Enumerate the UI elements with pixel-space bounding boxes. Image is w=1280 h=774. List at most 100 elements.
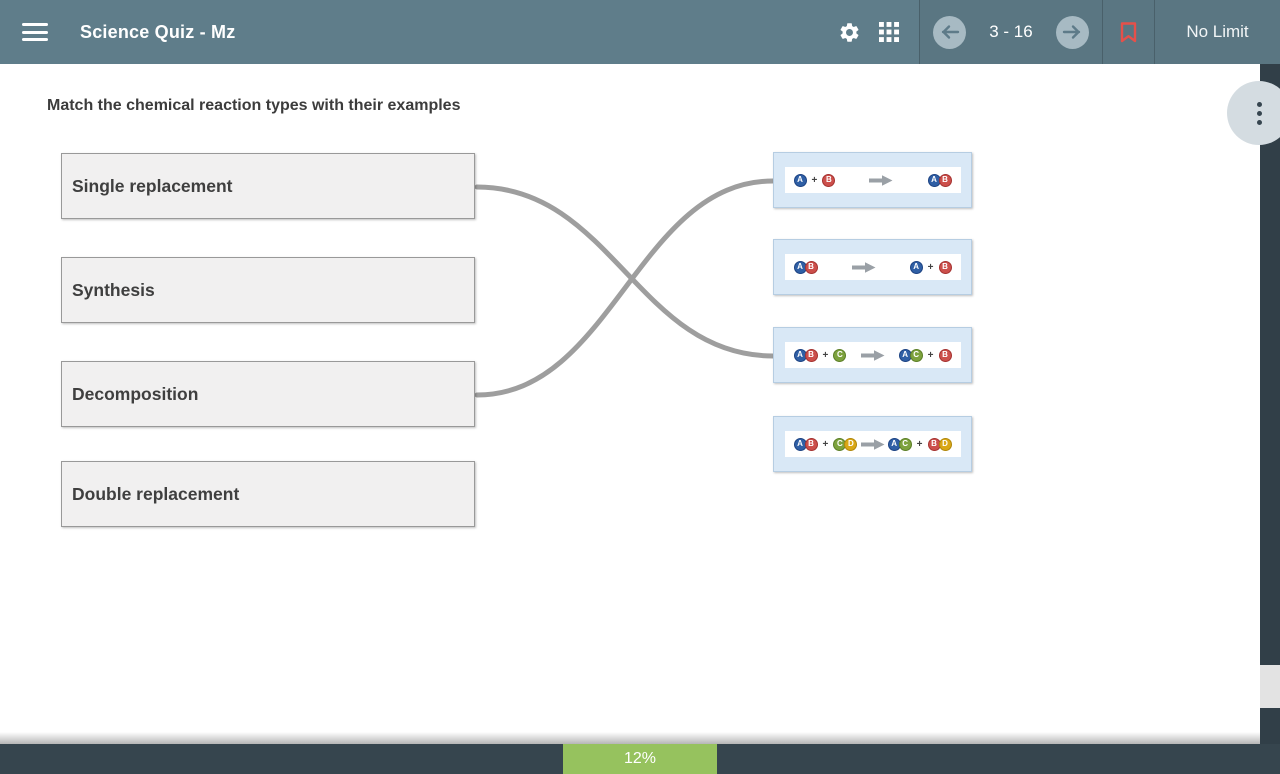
plus-sign: +: [927, 261, 934, 273]
atom-D: D: [844, 437, 858, 451]
molecule: A: [909, 260, 923, 274]
molecule: C: [833, 348, 847, 362]
atom-A: A: [909, 260, 923, 274]
prev-question-button[interactable]: [933, 15, 966, 49]
plus-sign: +: [822, 349, 829, 361]
plus-sign: +: [916, 438, 923, 450]
plus-sign: +: [927, 349, 934, 361]
connection-line[interactable]: [474, 178, 776, 398]
bookmark-icon: [1120, 21, 1137, 42]
question-counter: 3 - 16: [989, 22, 1033, 41]
reaction-arrow-icon: [860, 438, 884, 450]
molecule: B: [822, 173, 836, 187]
progress-bar: 12%: [0, 744, 1280, 774]
atom-B: B: [804, 348, 818, 362]
more-options-dots-icon: [1256, 110, 1262, 116]
bookmark-section: [1103, 0, 1155, 64]
app-header: Science Quiz - Mz 3 - 16: [0, 0, 1280, 64]
hamburger-bar: [22, 30, 48, 34]
match-left-item[interactable]: Synthesis: [61, 257, 475, 323]
reaction-arrow-icon: [851, 261, 876, 273]
arrow-right-icon: [1063, 25, 1081, 39]
equation-side: A + B: [793, 173, 836, 187]
match-left-item[interactable]: Decomposition: [61, 361, 475, 427]
atom-C: C: [833, 437, 847, 451]
atom-C: C: [898, 437, 912, 451]
connection-line[interactable]: [474, 184, 776, 359]
match-connections: [474, 178, 776, 398]
more-options-dots-icon: [1256, 119, 1262, 125]
atom-B: B: [938, 260, 952, 274]
atom-D: D: [938, 437, 952, 451]
arrow-left-icon: [941, 25, 959, 39]
settings-button[interactable]: [829, 0, 869, 64]
match-left-label: Single replacement: [72, 175, 233, 196]
match-left-label: Double replacement: [72, 483, 240, 504]
question-navigation: 3 - 16: [919, 0, 1103, 64]
hamburger-bar: [22, 23, 48, 26]
match-left-item[interactable]: Single replacement: [61, 153, 475, 219]
more-options-dots-icon: [1256, 101, 1262, 107]
time-limit-label: No Limit: [1186, 22, 1249, 41]
atom-B: B: [804, 437, 818, 451]
scrollbar-track: [1260, 64, 1280, 744]
match-left-item[interactable]: Double replacement: [61, 461, 475, 527]
content-bottom-shadow: [0, 732, 1260, 744]
match-left-label: Decomposition: [72, 383, 199, 404]
atom-C: C: [833, 348, 847, 362]
atom-A: A: [793, 173, 807, 187]
atom-B: B: [927, 437, 941, 451]
atom-B: B: [804, 260, 818, 274]
more-options-button[interactable]: [1227, 81, 1280, 145]
time-limit-section: No Limit: [1155, 0, 1280, 64]
atom-B: B: [822, 173, 836, 187]
reaction-arrow-icon: [869, 174, 893, 186]
grid-icon: [879, 22, 899, 42]
molecule: A: [793, 173, 807, 187]
molecule: B: [938, 348, 952, 362]
scrollbar-thumb[interactable]: [1260, 665, 1280, 708]
app-title: Science Quiz - Mz: [80, 21, 236, 42]
question-prompt: Match the chemical reaction types with t…: [47, 97, 461, 114]
progress-fill: 12%: [563, 744, 717, 774]
atom-B: B: [938, 348, 952, 362]
next-question-button[interactable]: [1055, 15, 1089, 49]
hamburger-menu-icon[interactable]: [22, 23, 48, 41]
molecule: B: [938, 260, 952, 274]
hamburger-bar: [22, 38, 48, 41]
bookmark-button[interactable]: [1120, 21, 1137, 43]
reaction-arrow-icon: [860, 349, 884, 361]
equation-side: A + B: [909, 260, 952, 274]
question-area: Match the chemical reaction types with t…: [0, 64, 1260, 744]
grid-view-button[interactable]: [869, 0, 909, 64]
plus-sign: +: [822, 438, 829, 450]
progress-label: 12%: [623, 750, 657, 767]
atom-C: C: [909, 348, 923, 362]
atom-B: B: [938, 173, 952, 187]
gear-icon: [840, 22, 858, 42]
match-left-label: Synthesis: [72, 279, 155, 300]
plus-sign: +: [811, 174, 818, 186]
